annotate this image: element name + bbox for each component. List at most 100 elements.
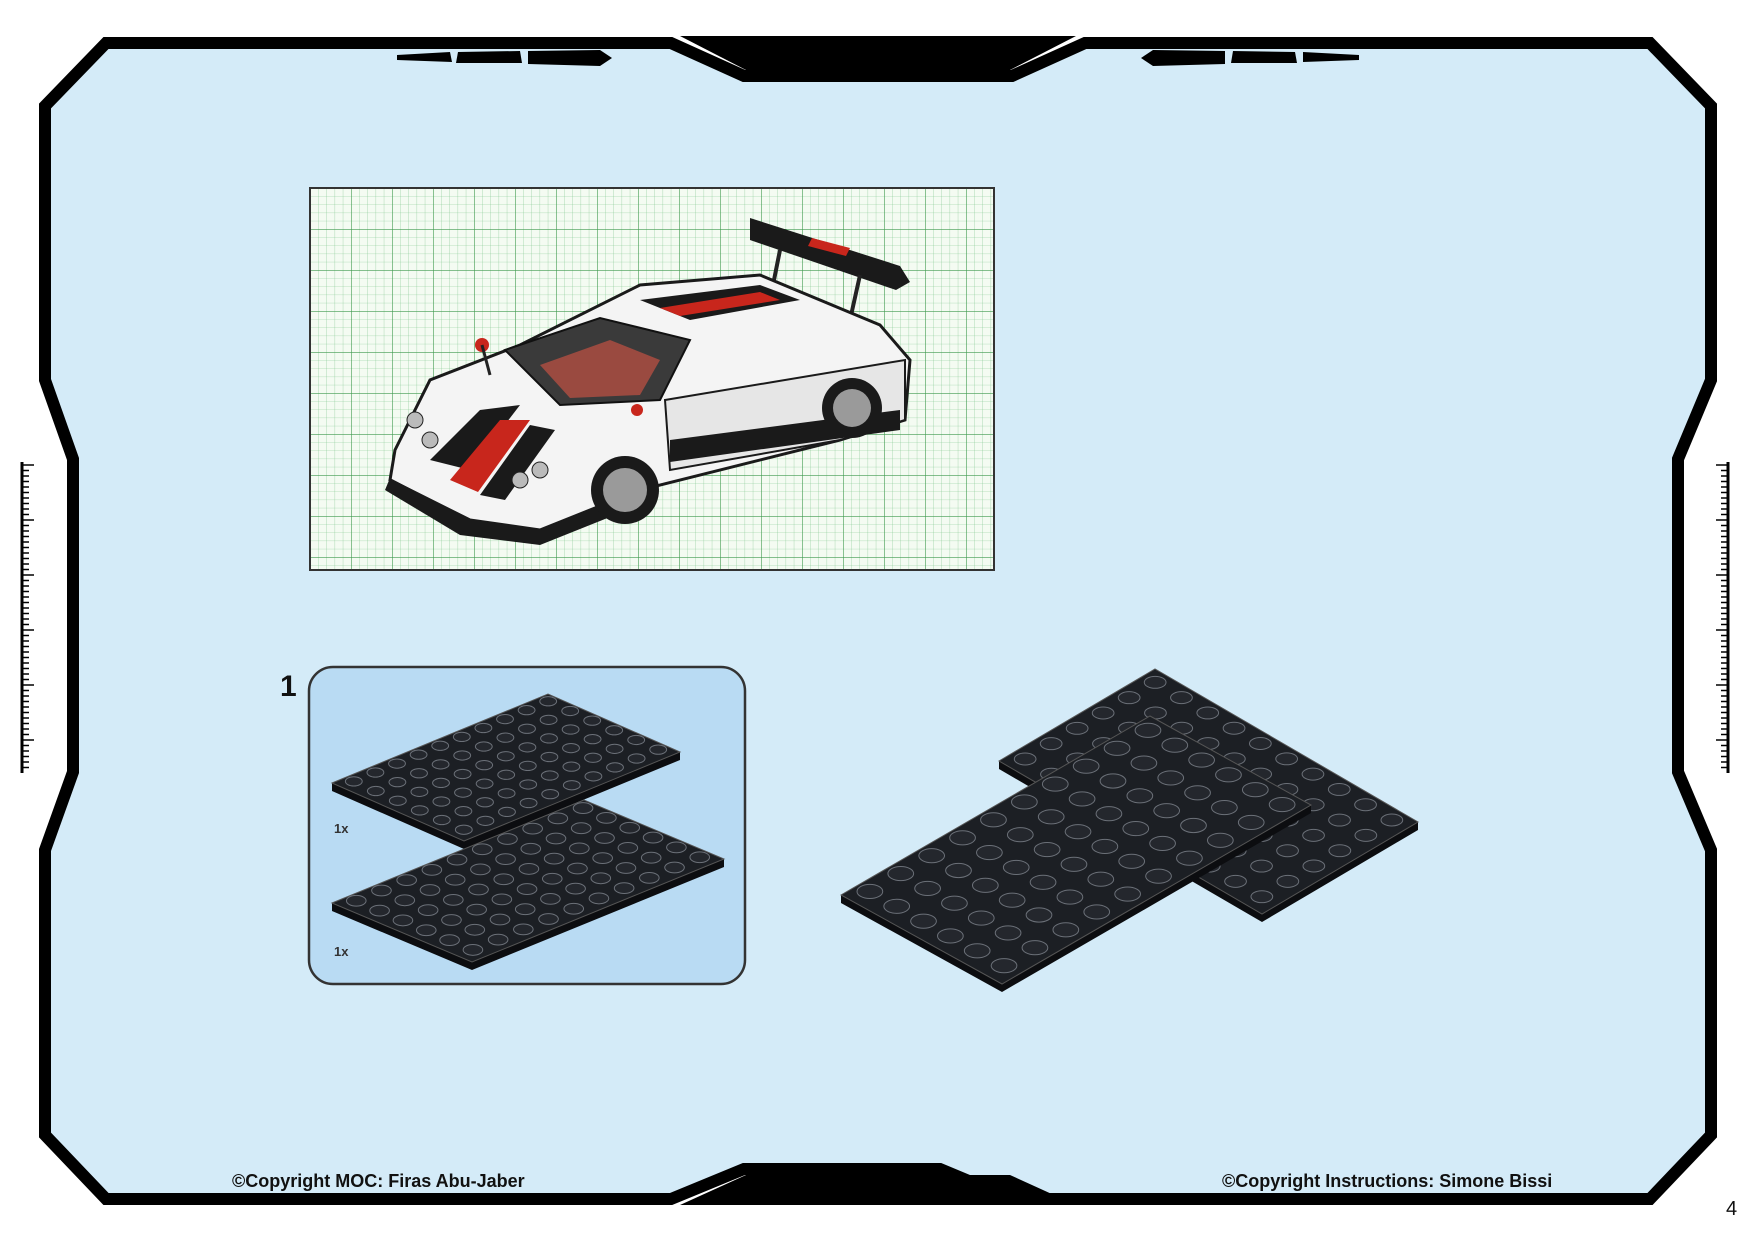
stud [452,731,471,743]
stud [1184,785,1211,801]
stud [496,751,515,762]
stud [419,884,441,896]
stud [1126,788,1154,804]
side-rulers [20,462,1730,773]
stud [1328,844,1352,858]
stud [664,861,685,874]
stud [539,714,558,725]
stud [516,883,538,895]
stud [980,812,1007,828]
stud [538,913,559,925]
stud [1130,755,1158,771]
plate-top [330,693,682,842]
stud [615,862,637,874]
stud [1091,706,1115,720]
stud [1215,767,1242,783]
stud [470,863,491,876]
stud [1237,814,1265,831]
stud [369,904,390,917]
stud [1188,752,1215,768]
plate-top [839,715,1313,985]
stud [1170,691,1193,705]
stud [967,910,995,926]
stud [1083,904,1111,920]
stud [563,902,585,915]
stud [666,841,687,854]
stud [476,797,494,808]
stud [605,725,624,736]
stud [518,760,537,772]
stud [388,795,407,806]
stud [1029,874,1057,890]
stud [1056,889,1084,905]
stud [454,787,472,798]
top-left-dashes [397,50,612,66]
stud [491,893,513,906]
stud [1052,922,1080,938]
stud [561,724,580,735]
stud [410,805,429,816]
stud [409,749,428,760]
stud [1241,782,1269,798]
stud [562,761,581,772]
stud [689,851,711,864]
stud [1354,798,1377,812]
stud [605,743,624,754]
stud [963,943,991,959]
stud [570,822,592,835]
stud [453,750,472,761]
stud [344,776,363,787]
part-plate-1 [330,693,682,849]
stud [468,883,489,896]
stud [1161,737,1189,753]
stud [497,788,516,799]
stud [446,853,468,866]
top-right-dashes [1141,50,1359,66]
stud [642,831,664,844]
stud [540,751,559,763]
stud [1354,828,1378,842]
stud [1011,794,1038,810]
bottom-notch [680,1175,1076,1205]
stud [464,923,486,936]
stud [856,883,884,900]
stud [388,777,407,788]
stud [1060,856,1088,872]
stud [1250,859,1273,873]
stud [1006,827,1034,843]
stud [590,872,612,885]
stud [1002,859,1030,876]
stud [1301,767,1325,781]
stud [584,771,603,782]
stud [518,863,540,875]
stud [1275,752,1299,766]
stud [462,944,484,956]
stud [541,788,560,800]
stud [627,734,646,746]
stud [596,812,617,824]
stud [592,852,613,865]
stud [1222,721,1246,735]
stud [617,841,639,854]
stud [998,892,1026,908]
stud [1103,740,1131,756]
stud [1087,871,1115,887]
stud [1211,800,1238,816]
stud [1196,706,1220,720]
stud [572,802,594,814]
stud [514,903,536,916]
stud [619,821,641,834]
stud [431,759,450,770]
stud [345,894,367,907]
stud [417,904,439,917]
stud [487,933,509,946]
stud [519,797,538,809]
stud [971,877,999,893]
stud [583,715,602,726]
stud [640,851,662,864]
top-notch [680,36,1076,70]
stud [565,882,586,895]
stud [454,806,473,817]
stud [497,833,518,845]
stud [497,769,516,780]
